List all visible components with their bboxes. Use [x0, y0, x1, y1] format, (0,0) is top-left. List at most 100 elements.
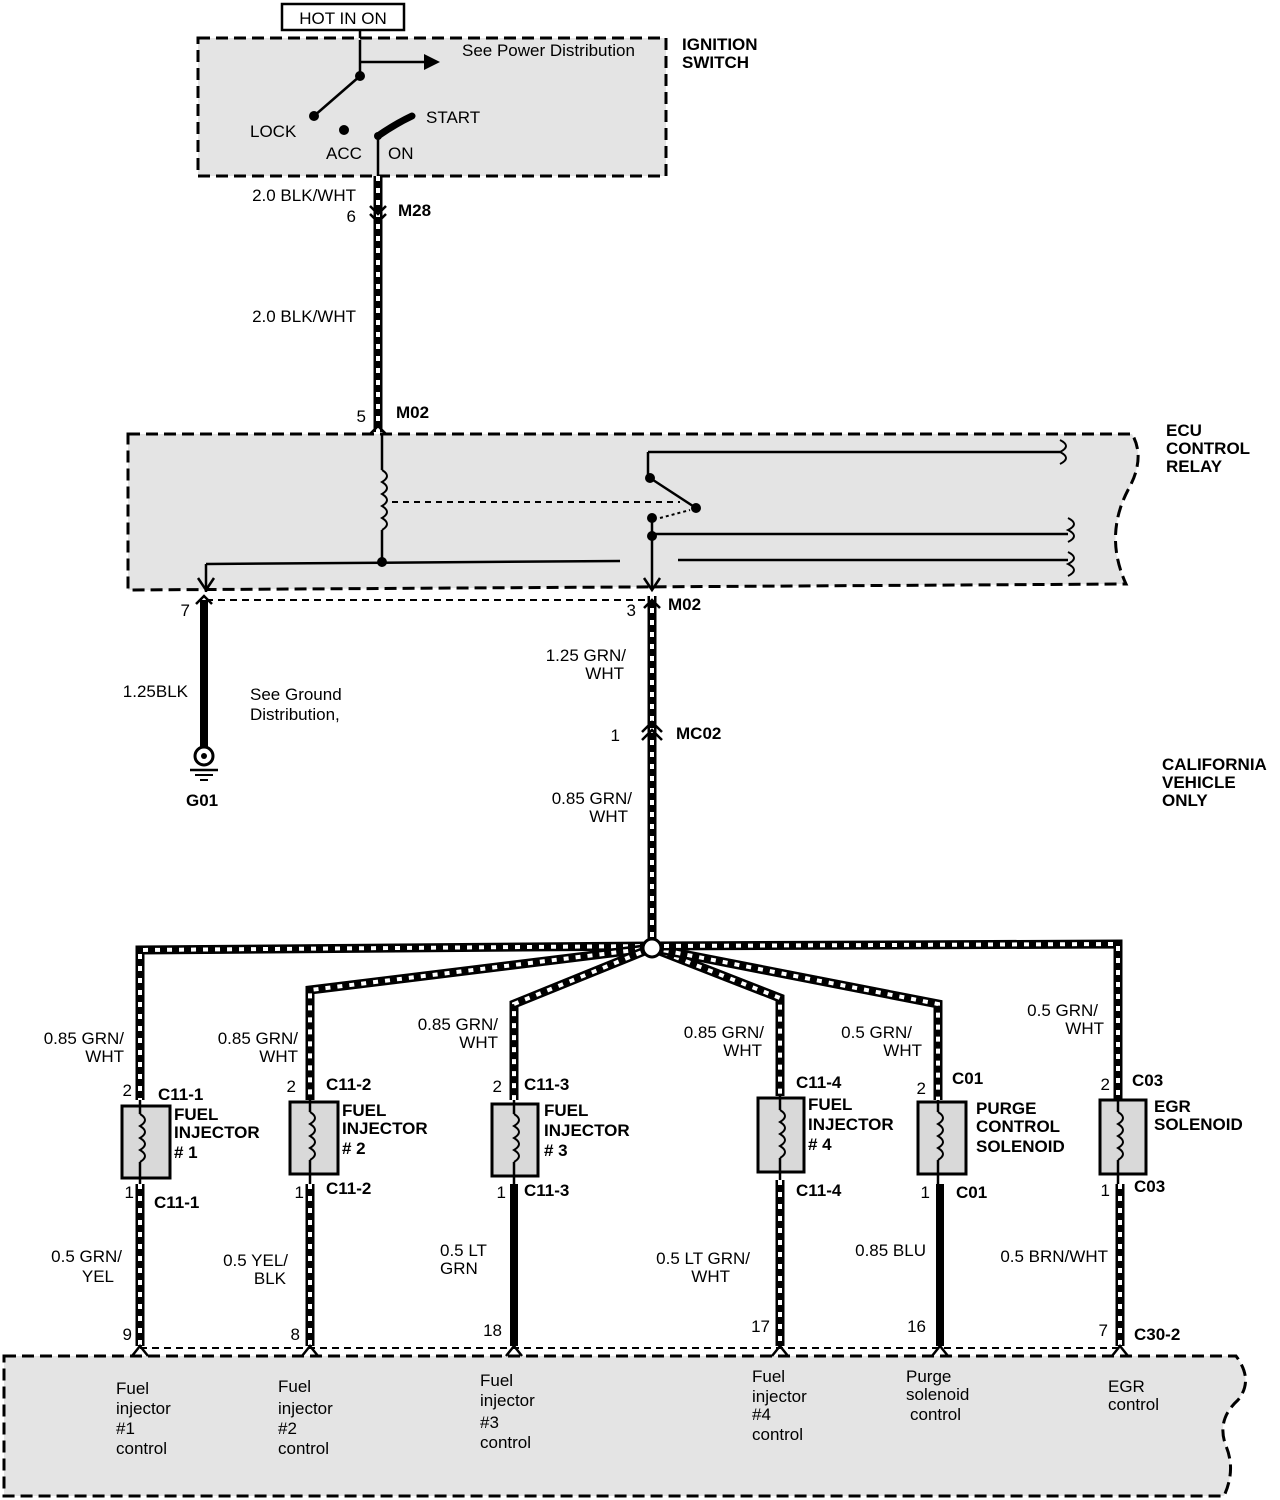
b3-ecu-pin: 18	[483, 1321, 502, 1340]
b2-top-conn: C11-2	[326, 1075, 371, 1094]
see-power-distribution-label: See Power Distribution	[462, 41, 635, 60]
b4-bot-wire-line1: 0.5 LT GRN/	[656, 1249, 750, 1268]
b5-top-wire-line2: WHT	[883, 1041, 922, 1060]
b3-name-line1: FUEL	[544, 1101, 588, 1120]
feed-label-a-line2: WHT	[585, 664, 624, 683]
ecu-b4-line1: Fuel	[752, 1367, 785, 1386]
ecu-b3-line4: control	[480, 1433, 531, 1452]
switch-lock-label: LOCK	[250, 122, 297, 141]
ecu-b3-line1: Fuel	[480, 1371, 513, 1390]
b3-bot-wire-line1: 0.5 LT	[440, 1241, 487, 1260]
branch-fuel-injector-4: 0.85 GRN/ WHT C11-4 FUEL INJECTOR # 4 C1…	[656, 1023, 894, 1346]
see-ground-line1: See Ground	[250, 685, 342, 704]
feed-label-a-line1: 1.25 GRN/	[546, 646, 627, 665]
b1-name-line3: # 1	[174, 1143, 198, 1162]
ground-wire-label: 1.25BLK	[123, 682, 189, 701]
b3-bot-conn: C11-3	[524, 1181, 569, 1200]
wire-top-label-b: 2.0 BLK/WHT	[252, 307, 356, 326]
b4-top-wire-line1: 0.85 GRN/	[684, 1023, 765, 1042]
b3-name-line3: # 3	[544, 1141, 568, 1160]
b3-top-wire-line1: 0.85 GRN/	[418, 1015, 499, 1034]
see-ground-line2: Distribution,	[250, 705, 340, 724]
power-distribution-arrow-icon	[424, 54, 440, 70]
b1-bot-wire-line1: 0.5 GRN/	[51, 1247, 122, 1266]
b1-top-conn: C11-1	[158, 1085, 203, 1104]
ecu-b2-line1: Fuel	[278, 1377, 311, 1396]
ecu-b2-line3: #2	[278, 1419, 297, 1438]
b6-bot-pin: 1	[1101, 1181, 1110, 1200]
relay-title-line3: RELAY	[1166, 457, 1223, 476]
b5-top-conn: C01	[952, 1069, 983, 1088]
ecu-module-box	[2, 1354, 1247, 1498]
b2-bot-pin: 1	[295, 1183, 304, 1202]
b4-bot-wire-line2: WHT	[691, 1267, 730, 1286]
b3-name-line2: INJECTOR	[544, 1121, 630, 1140]
b2-top-wire-line1: 0.85 GRN/	[218, 1029, 299, 1048]
b6-coil-body	[1098, 1098, 1148, 1176]
switch-blade	[313, 75, 361, 117]
ecu-b6-line1: EGR	[1108, 1377, 1145, 1396]
b6-bot-wire-line1: 0.5 BRN/WHT	[1000, 1247, 1108, 1266]
b1-top-wire-line2: WHT	[85, 1047, 124, 1066]
california-line1: CALIFORNIA	[1162, 755, 1267, 774]
ecu-connector-label: C30-2	[1134, 1325, 1180, 1344]
ecu-control-relay-box	[126, 432, 1140, 592]
b5-name-line3: SOLENOID	[976, 1137, 1065, 1156]
b6-name-line2: SOLENOID	[1154, 1115, 1243, 1134]
b5-bot-pin: 1	[921, 1183, 930, 1202]
b6-top-wire-line2: WHT	[1065, 1019, 1104, 1038]
relay-coil	[380, 469, 388, 531]
switch-acc-label: ACC	[326, 144, 362, 163]
relay-in-connector: M02	[396, 403, 429, 422]
ecu-b1-line4: control	[116, 1439, 167, 1458]
hot-in-on-box	[280, 2, 406, 32]
branch-fuel-injector-3: 0.85 GRN/ WHT 2 C11-3 FUEL INJECTOR # 3 …	[418, 1015, 630, 1346]
wire-top-label-a: 2.0 BLK/WHT	[252, 186, 356, 205]
b1-top-pin: 2	[123, 1081, 132, 1100]
ground-id: G01	[186, 791, 218, 810]
b5-top-wire-line1: 0.5 GRN/	[841, 1023, 912, 1042]
b1-name-line2: INJECTOR	[174, 1123, 260, 1142]
branch-purge-control-solenoid: 0.5 GRN/ WHT 2 C01 PURGE CONTROL SOLENOI…	[841, 1023, 1065, 1346]
b5-top-pin: 2	[917, 1079, 926, 1098]
splice-point	[641, 937, 663, 959]
b2-bot-wire-line2: BLK	[254, 1269, 287, 1288]
switch-start-label: START	[426, 108, 480, 127]
feed-label-b-line1: 0.85 GRN/	[552, 789, 633, 808]
mc02-connector: MC02	[676, 724, 721, 743]
b2-ecu-pin: 8	[291, 1325, 300, 1344]
b1-bot-wire-line2: YEL	[82, 1267, 114, 1286]
ignition-title-line1: IGNITION	[682, 35, 758, 54]
branch-fuel-injector-2: 0.85 GRN/ WHT 2 C11-2 FUEL INJECTOR # 2 …	[218, 1029, 428, 1346]
b6-name-line1: EGR	[1154, 1097, 1191, 1116]
b4-ecu-pin: 17	[751, 1317, 770, 1336]
ecu-b6-line2: control	[1108, 1395, 1159, 1414]
ecu-b4-line4: control	[752, 1425, 803, 1444]
b2-bot-conn: C11-2	[326, 1179, 371, 1198]
ecu-b1-line3: #1	[116, 1419, 135, 1438]
m28-connector: M28	[398, 201, 431, 220]
relay-in-pin: 5	[357, 407, 366, 426]
b6-top-pin: 2	[1101, 1075, 1110, 1094]
b5-ecu-pin: 16	[907, 1317, 926, 1336]
ecu-b1-line1: Fuel	[116, 1379, 149, 1398]
b5-bot-conn: C01	[956, 1183, 987, 1202]
switch-on-label: ON	[388, 144, 414, 163]
relay-out-pin: 3	[627, 601, 636, 620]
b3-top-conn: C11-3	[524, 1075, 569, 1094]
b4-top-conn: C11-4	[796, 1073, 842, 1092]
b3-bot-pin: 1	[497, 1183, 506, 1202]
b1-top-wire-line1: 0.85 GRN/	[44, 1029, 125, 1048]
ecu-pin-labels: Fuel injector #1 control Fuel injector #…	[116, 1367, 1159, 1458]
ecu-b2-line2: injector	[278, 1399, 333, 1418]
b2-name-line3: # 2	[342, 1139, 366, 1158]
b2-top-wire-line2: WHT	[259, 1047, 298, 1066]
mc02-pin: 1	[611, 726, 620, 745]
b1-coil-body	[120, 1104, 172, 1180]
ecu-b3-line3: #3	[480, 1413, 499, 1432]
ecu-b4-line3: #4	[752, 1405, 771, 1424]
b4-name-line2: INJECTOR	[808, 1115, 894, 1134]
b6-top-conn: C03	[1132, 1071, 1163, 1090]
b3-top-pin: 2	[493, 1077, 502, 1096]
b6-bot-conn: C03	[1134, 1177, 1165, 1196]
